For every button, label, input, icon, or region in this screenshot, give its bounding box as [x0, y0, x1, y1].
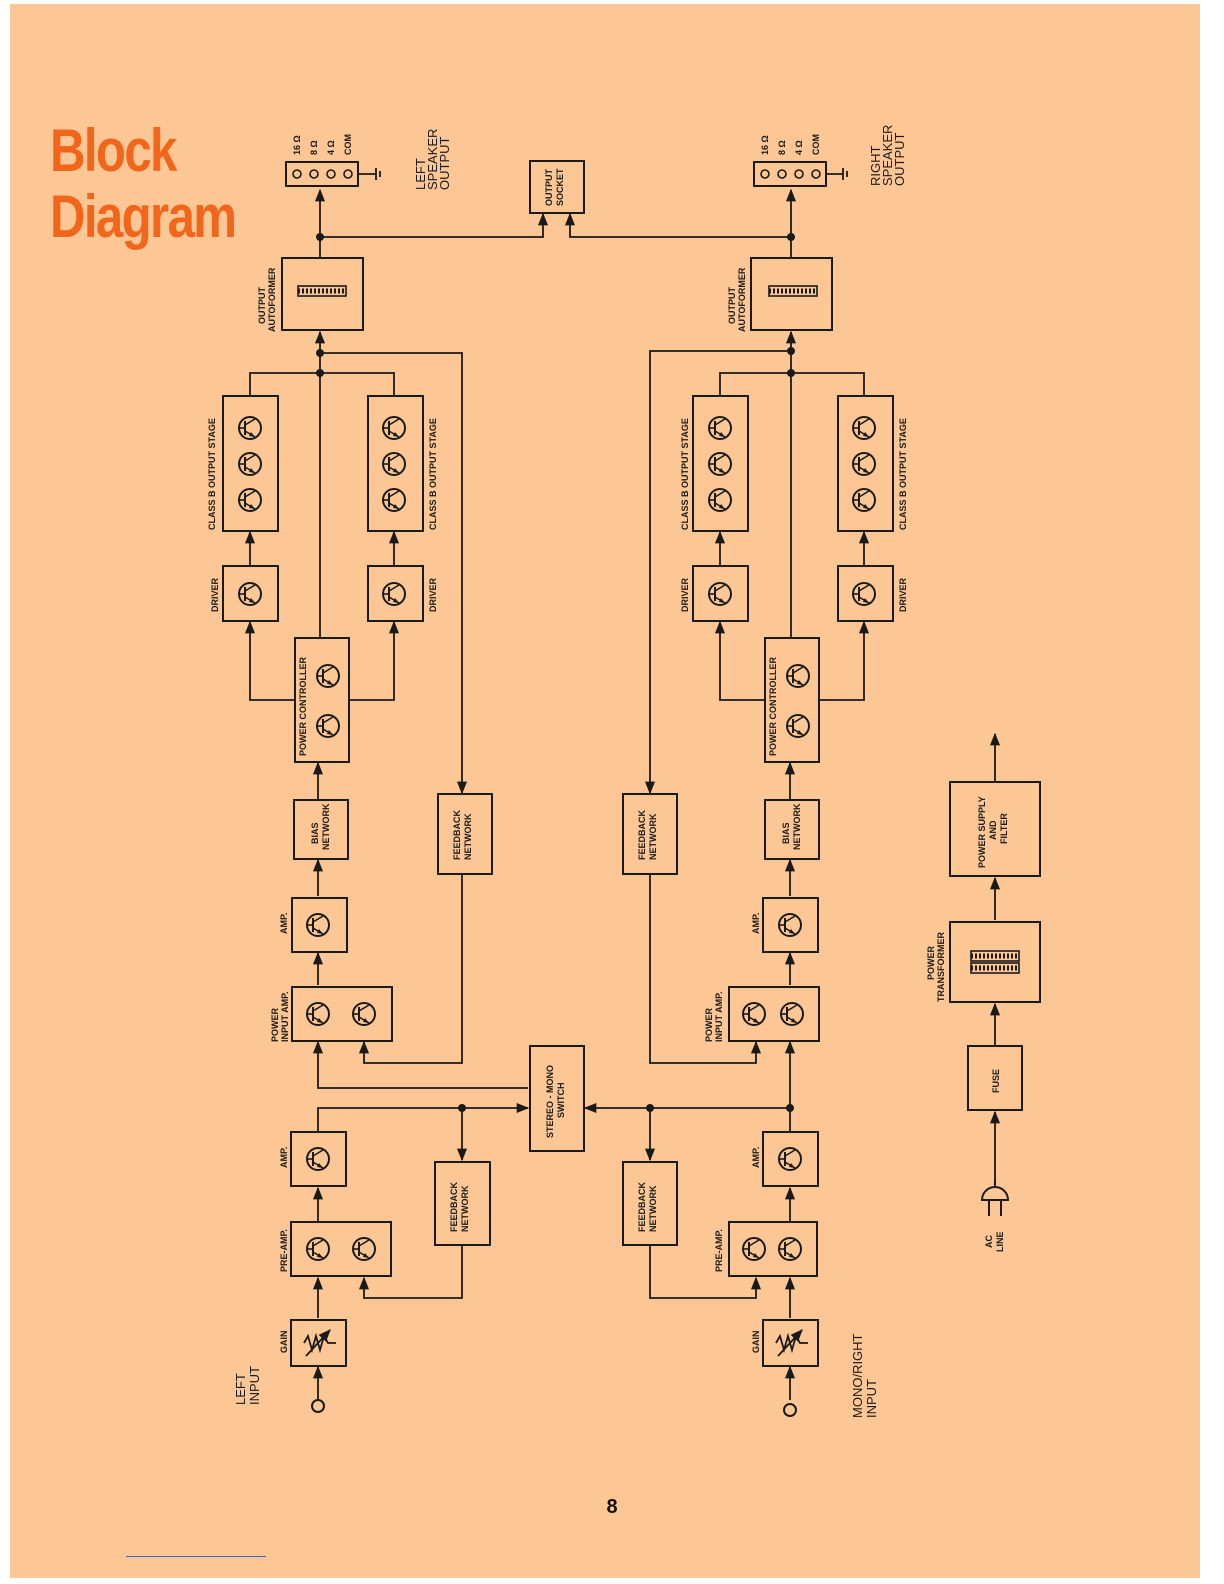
- svg-text:8 Ω: 8 Ω: [777, 140, 787, 155]
- right-driver-a-block[interactable]: [692, 565, 749, 622]
- left-gain-label: GAIN: [279, 1331, 289, 1354]
- left-preamp-label: PRE-AMP.: [279, 1229, 289, 1272]
- right-amp-block[interactable]: [762, 1131, 819, 1187]
- svg-text:4 Ω: 4 Ω: [794, 140, 804, 155]
- right-driver-b-block[interactable]: [837, 565, 894, 622]
- left-preamp-feedback-label: FEEDBACK NETWORK: [449, 1179, 470, 1232]
- left-feedback-network-label: FEEDBACK NETWORK: [452, 807, 473, 860]
- right-power-controller-label: POWER CONTROLLER: [768, 657, 778, 756]
- left-input-label: LEFT INPUT: [233, 1366, 262, 1405]
- output-socket-block[interactable]: [529, 160, 585, 214]
- output-socket-label: OUTPUT SOCKET: [544, 166, 565, 206]
- right-gain-block[interactable]: [762, 1319, 819, 1367]
- left-amp-label: AMP.: [279, 1147, 289, 1168]
- ac-plug-icon: [980, 1180, 1010, 1216]
- left-power-amp-label: AMP.: [279, 913, 289, 934]
- left-power-input-amp-label: POWER INPUT AMP.: [270, 991, 290, 1042]
- stereo-mono-switch-block[interactable]: [529, 1045, 585, 1152]
- stereo-mono-switch-label: STEREO - MONO SWITCH: [545, 1062, 566, 1138]
- right-amp-label: AMP.: [751, 1147, 761, 1168]
- left-amp-block[interactable]: [290, 1131, 347, 1187]
- right-power-amp-block[interactable]: [762, 897, 819, 953]
- left-output-autoformer-block[interactable]: [281, 257, 364, 331]
- left-output-stage-b-block[interactable]: [367, 395, 424, 532]
- page-background: [10, 4, 1200, 1578]
- left-gain-block[interactable]: [290, 1319, 347, 1367]
- right-output-stage-a-label: CLASS B OUTPUT STAGE: [680, 418, 690, 530]
- title-line-1: Block: [50, 117, 177, 184]
- right-preamp-label: PRE-AMP.: [714, 1229, 724, 1272]
- right-bias-network-block[interactable]: [764, 799, 820, 860]
- svg-text:16 Ω: 16 Ω: [292, 135, 302, 155]
- left-bias-network-label: BIAS NETWORK: [310, 803, 331, 850]
- right-power-controller-block[interactable]: [764, 637, 820, 763]
- right-preamp-block[interactable]: [728, 1221, 818, 1277]
- left-driver-b-label: DRIVER: [428, 577, 438, 612]
- left-power-amp-block[interactable]: [291, 897, 348, 953]
- left-driver-b-block[interactable]: [367, 565, 424, 622]
- junction-dots: [316, 233, 795, 1112]
- page-title: Block Diagram: [50, 117, 237, 250]
- right-power-amp-label: AMP.: [751, 913, 761, 934]
- svg-text:8 Ω: 8 Ω: [309, 140, 319, 155]
- right-input-label: MONO/RIGHT INPUT: [850, 1330, 879, 1418]
- left-power-controller-block[interactable]: [294, 637, 350, 763]
- right-bias-network-label: BIAS NETWORK: [781, 803, 802, 850]
- svg-text:COM: COM: [343, 134, 353, 155]
- fuse-block[interactable]: [967, 1045, 1023, 1111]
- power-transformer-label: POWER TRANSFORMER: [926, 932, 946, 1002]
- right-preamp-feedback-label: FEEDBACK NETWORK: [637, 1179, 658, 1232]
- svg-text:16 Ω: 16 Ω: [760, 135, 770, 155]
- left-preamp-feedback-block[interactable]: [434, 1161, 491, 1246]
- right-output-stage-b-block[interactable]: [837, 395, 894, 532]
- left-output-autoformer-label: OUTPUT AUTOFORMER: [257, 267, 277, 332]
- right-speaker-terminal-strip[interactable]: [753, 161, 827, 187]
- left-input-jack[interactable]: [311, 1399, 325, 1413]
- left-speaker-terminal-strip[interactable]: [285, 161, 359, 187]
- left-output-stage-a-block[interactable]: [222, 395, 279, 532]
- right-driver-b-label: DRIVER: [898, 577, 908, 612]
- right-feedback-network-label: FEEDBACK NETWORK: [637, 807, 658, 860]
- power-supply-filter-block[interactable]: [949, 781, 1041, 877]
- title-line-2: Diagram: [50, 183, 237, 250]
- left-feedback-network-block[interactable]: [437, 793, 493, 875]
- power-supply-filter-label: POWER SUPPLY AND FILTER: [977, 794, 1009, 868]
- right-output-stage-a-block[interactable]: [692, 395, 749, 532]
- right-power-input-amp-label: POWER INPUT AMP.: [704, 991, 724, 1042]
- left-driver-a-block[interactable]: [222, 565, 279, 622]
- right-speaker-output-label: RIGHT SPEAKER OUTPUT: [868, 121, 907, 186]
- left-power-controller-label: POWER CONTROLLER: [298, 657, 308, 756]
- right-gain-label: GAIN: [751, 1331, 761, 1354]
- left-preamp-block[interactable]: [290, 1221, 392, 1277]
- left-output-stage-b-label: CLASS B OUTPUT STAGE: [428, 418, 438, 530]
- right-driver-a-label: DRIVER: [680, 577, 690, 612]
- right-terminal-labels: 16 Ω 8 Ω 4 Ω COM: [760, 134, 821, 155]
- page-number: 8: [606, 1496, 618, 1518]
- left-terminal-labels: 16 Ω 8 Ω 4 Ω COM: [292, 134, 353, 155]
- left-power-input-amp-block[interactable]: [291, 986, 393, 1042]
- right-feedback-network-block[interactable]: [622, 793, 678, 875]
- right-preamp-feedback-block[interactable]: [622, 1161, 678, 1246]
- left-driver-a-label: DRIVER: [210, 577, 220, 612]
- svg-text:4 Ω: 4 Ω: [326, 140, 336, 155]
- power-transformer-block[interactable]: [949, 921, 1041, 1003]
- ac-line-label: AC LINE: [984, 1231, 1005, 1252]
- svg-text:COM: COM: [811, 134, 821, 155]
- fuse-label: FUSE: [991, 1069, 1001, 1093]
- right-power-input-amp-block[interactable]: [728, 986, 820, 1042]
- left-output-stage-a-label: CLASS B OUTPUT STAGE: [207, 418, 217, 530]
- underline-divider: [126, 1556, 266, 1557]
- right-output-autoformer-label: OUTPUT AUTOFORMER: [727, 267, 747, 332]
- right-input-jack[interactable]: [783, 1403, 797, 1417]
- right-output-autoformer-block[interactable]: [750, 257, 833, 331]
- right-output-stage-b-label: CLASS B OUTPUT STAGE: [898, 418, 908, 530]
- left-speaker-output-label: LEFT SPEAKER OUTPUT: [413, 125, 452, 190]
- left-bias-network-block[interactable]: [293, 799, 349, 860]
